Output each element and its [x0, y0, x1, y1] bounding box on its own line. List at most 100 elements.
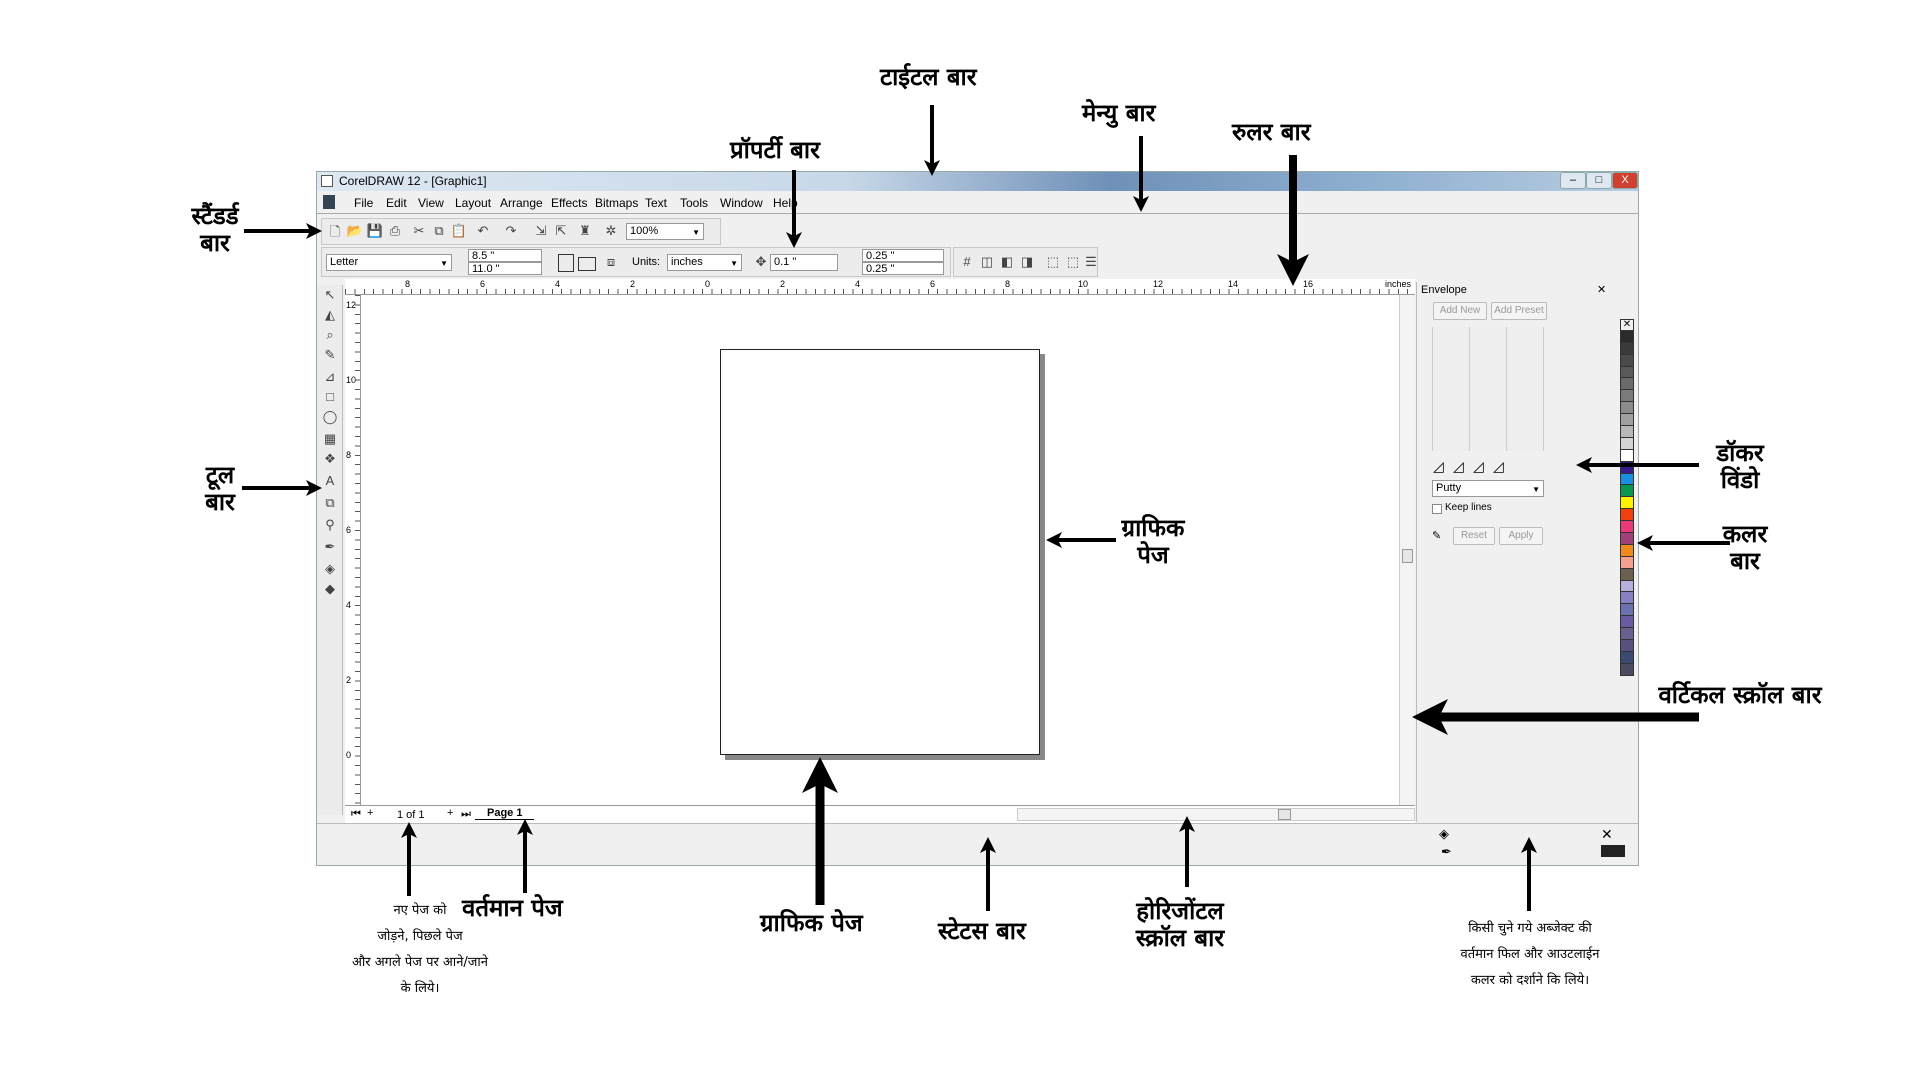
- color-swatch[interactable]: [1620, 544, 1634, 557]
- page-height-field[interactable]: 11.0 ": [468, 262, 542, 275]
- open-icon[interactable]: 📂: [346, 223, 364, 238]
- options-icon[interactable]: ☰: [1085, 254, 1097, 269]
- dynamic-guides-icon[interactable]: ◨: [1020, 254, 1034, 269]
- basic-shapes-tool-icon[interactable]: ❖: [324, 451, 336, 466]
- color-swatch[interactable]: [1620, 473, 1634, 486]
- paper-size-select[interactable]: Letter: [326, 254, 452, 271]
- color-swatch[interactable]: [1620, 497, 1634, 510]
- polygon-tool-icon[interactable]: ▦: [323, 431, 337, 446]
- ellipse-tool-icon[interactable]: ◯: [322, 409, 338, 424]
- minimize-button[interactable]: –: [1560, 172, 1586, 189]
- menu-arrange[interactable]: Arrange: [500, 196, 543, 210]
- zoom-select[interactable]: 100%: [626, 223, 704, 240]
- color-swatch[interactable]: [1620, 390, 1634, 403]
- color-swatch[interactable]: [1620, 426, 1634, 438]
- menu-window[interactable]: Window: [720, 196, 763, 210]
- docker-close-icon[interactable]: ✕: [1597, 284, 1607, 296]
- menu-text[interactable]: Text: [645, 196, 668, 210]
- color-swatch[interactable]: [1620, 592, 1634, 605]
- envelope-single-arc-icon[interactable]: ◿: [1453, 458, 1464, 474]
- export-icon[interactable]: ⇱: [555, 223, 567, 238]
- duplicate-y-field[interactable]: 0.25 ": [862, 262, 944, 275]
- color-swatch[interactable]: [1620, 651, 1634, 664]
- color-swatch[interactable]: [1620, 366, 1634, 379]
- vertical-scroll-thumb[interactable]: [1402, 549, 1413, 563]
- duplicate-x-field[interactable]: 0.25 ": [862, 249, 944, 262]
- color-swatch[interactable]: [1620, 378, 1634, 391]
- color-swatch[interactable]: [1620, 342, 1634, 355]
- pick-tool-icon[interactable]: ↖: [324, 287, 336, 302]
- zoom-tool-icon[interactable]: ⌕: [326, 327, 334, 342]
- snap-guidelines-icon[interactable]: ◫: [980, 254, 994, 269]
- add-page-after-icon[interactable]: +: [447, 807, 454, 819]
- color-swatch[interactable]: [1620, 580, 1634, 593]
- paste-icon[interactable]: 📋: [450, 223, 468, 238]
- color-swatch[interactable]: [1620, 521, 1634, 534]
- menu-view[interactable]: View: [418, 196, 444, 210]
- page-tab[interactable]: Page 1: [475, 807, 535, 820]
- last-page-icon[interactable]: ⏭: [461, 808, 471, 820]
- color-swatch[interactable]: [1620, 449, 1634, 462]
- application-launcher-icon[interactable]: ♜: [579, 223, 591, 238]
- page-width-field[interactable]: 8.5 ": [468, 249, 542, 262]
- graphic-page[interactable]: [720, 349, 1040, 755]
- vertical-scrollbar[interactable]: [1399, 295, 1415, 805]
- color-swatch[interactable]: [1620, 330, 1634, 343]
- apply-button[interactable]: Apply: [1499, 527, 1543, 545]
- eyedropper-tool-icon[interactable]: ⚲: [325, 517, 335, 532]
- nudge-field[interactable]: 0.1 ": [770, 254, 838, 271]
- save-icon[interactable]: 💾: [366, 223, 384, 238]
- menu-edit[interactable]: Edit: [386, 196, 407, 210]
- no-fill-swatch[interactable]: ✕: [1601, 826, 1613, 842]
- fill-tool-icon[interactable]: ◈: [325, 561, 335, 576]
- preset-grid[interactable]: [1432, 327, 1544, 451]
- color-swatch[interactable]: [1620, 628, 1634, 641]
- keep-lines-checkbox[interactable]: [1432, 504, 1442, 514]
- close-button[interactable]: X: [1612, 172, 1638, 189]
- menu-help[interactable]: Help: [773, 196, 798, 210]
- interactive-fill-tool-icon[interactable]: ◆: [325, 581, 335, 596]
- envelope-straight-icon[interactable]: ◿: [1433, 458, 1444, 474]
- mapping-mode-select[interactable]: Putty: [1432, 480, 1544, 497]
- color-swatch[interactable]: [1620, 568, 1634, 581]
- menu-effects[interactable]: Effects: [551, 196, 588, 210]
- corel-online-icon[interactable]: ✲: [605, 223, 617, 238]
- color-swatch[interactable]: [1620, 616, 1634, 629]
- text-tool-icon[interactable]: A: [325, 473, 335, 488]
- add-preset-button[interactable]: Add Preset: [1491, 302, 1547, 320]
- envelope-unconstrained-icon[interactable]: ◿: [1493, 458, 1504, 474]
- horizontal-ruler[interactable]: 8 6 4 2 0 2 4 6 8 10 12 14 16 inches: [345, 279, 1415, 295]
- outline-color-swatch[interactable]: [1601, 845, 1625, 857]
- horizontal-scrollbar[interactable]: [1017, 808, 1415, 821]
- cut-icon[interactable]: ✂: [413, 223, 425, 238]
- print-icon[interactable]: ⎙: [389, 223, 401, 238]
- color-swatch[interactable]: [1620, 402, 1634, 415]
- reset-button[interactable]: Reset: [1453, 527, 1495, 545]
- copy-icon[interactable]: ⧉: [434, 223, 444, 238]
- draw-selected-icon[interactable]: ⬚: [1066, 254, 1080, 269]
- menu-file[interactable]: File: [354, 196, 374, 210]
- add-page-before-icon[interactable]: +: [367, 807, 374, 819]
- interactive-blend-tool-icon[interactable]: ⧉: [325, 495, 335, 510]
- undo-icon[interactable]: ↶: [477, 223, 489, 238]
- drawing-canvas[interactable]: [361, 295, 1399, 805]
- portrait-icon[interactable]: [558, 254, 574, 272]
- color-swatch[interactable]: [1620, 604, 1634, 617]
- new-icon[interactable]: 🗋: [329, 224, 341, 239]
- snap-grid-icon[interactable]: #: [963, 254, 971, 269]
- no-color-swatch[interactable]: ✕: [1620, 319, 1634, 331]
- vertical-ruler[interactable]: 12 10 8 6 4 2 0: [345, 295, 361, 815]
- menu-bitmaps[interactable]: Bitmaps: [595, 196, 639, 210]
- menu-tools[interactable]: Tools: [680, 196, 709, 210]
- first-page-icon[interactable]: ⏮: [351, 808, 361, 820]
- redo-icon[interactable]: ↷: [505, 223, 517, 238]
- eyedropper-icon[interactable]: ✎: [1432, 530, 1442, 542]
- outline-tool-icon[interactable]: ✒: [324, 539, 336, 554]
- envelope-double-arc-icon[interactable]: ◿: [1473, 458, 1484, 474]
- color-swatch[interactable]: [1620, 509, 1634, 522]
- all-pages-icon[interactable]: ⧈: [606, 254, 616, 269]
- horizontal-scroll-thumb[interactable]: [1278, 809, 1291, 820]
- maximize-button[interactable]: □: [1586, 172, 1612, 189]
- freehand-tool-icon[interactable]: ✎: [324, 347, 336, 362]
- color-swatch[interactable]: [1620, 414, 1634, 427]
